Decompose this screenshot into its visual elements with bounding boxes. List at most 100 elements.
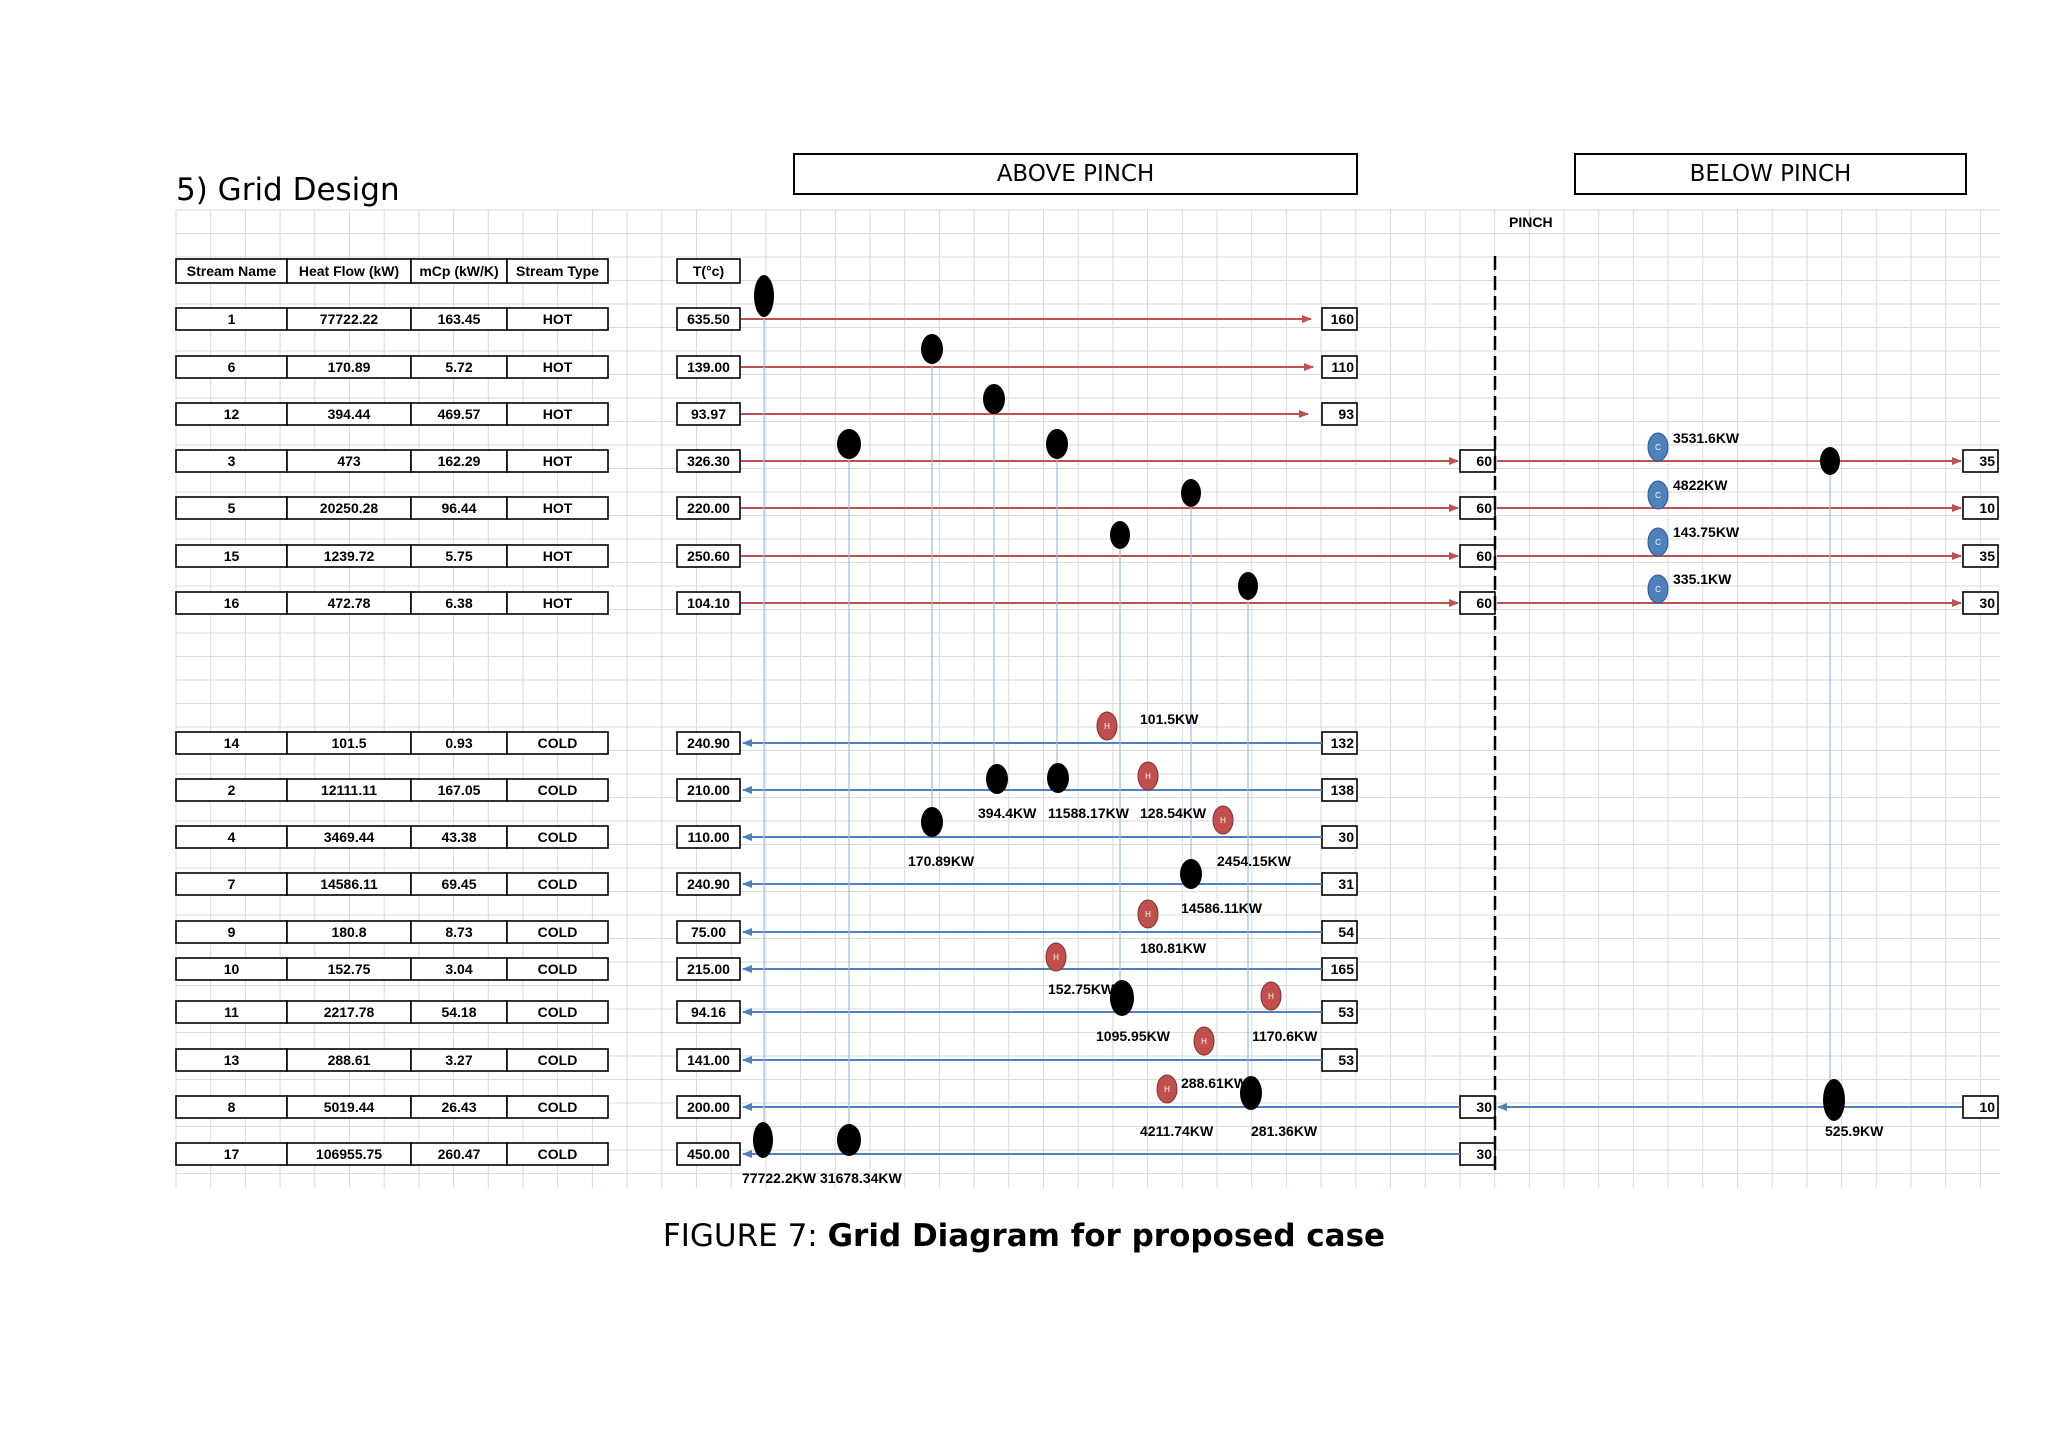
- duty-label: 4211.74KW: [1140, 1123, 1214, 1139]
- stream-inlet-temp: 94.16: [691, 1004, 726, 1020]
- table-cell-value: 3: [228, 453, 236, 469]
- table-cell-value: COLD: [538, 1099, 578, 1115]
- table-cell: [506, 1095, 609, 1119]
- heater-glyph: H: [1201, 1037, 1207, 1046]
- stream-inlet-temp: 210.00: [687, 782, 730, 798]
- cooler-icon: [1647, 480, 1669, 510]
- table-cell-value: 106955.75: [316, 1146, 382, 1162]
- pinch-label: PINCH: [1509, 214, 1553, 230]
- table-cell-value: 5.72: [445, 359, 472, 375]
- heater-icon: [1212, 805, 1234, 835]
- stream-outlet-temp: 110: [1331, 359, 1354, 375]
- table-cell-value: 260.47: [438, 1146, 481, 1162]
- table-cell: [506, 591, 609, 615]
- duty-label: 77722.2KW: [742, 1170, 817, 1186]
- caption-title: Grid Diagram for proposed case: [827, 1218, 1386, 1254]
- table-cell: [506, 307, 609, 331]
- duty-label: 11588.17KW: [1048, 805, 1130, 821]
- stream-inlet-temp: 220.00: [687, 500, 730, 516]
- stream-outlet-temp: 160: [1331, 311, 1355, 327]
- table-cell-value: HOT: [543, 406, 573, 422]
- heat-exchanger-icon: [1047, 763, 1069, 793]
- table-cell-value: 12: [224, 406, 240, 422]
- table-cell-value: HOT: [543, 311, 573, 327]
- table-cell-value: HOT: [543, 500, 573, 516]
- table-cell-value: 473: [337, 453, 361, 469]
- heater-glyph: H: [1145, 772, 1151, 781]
- stream-inlet-temp-box: [676, 591, 741, 615]
- stream-inlet-temp-box: [676, 920, 741, 944]
- table-cell-value: 288.61: [328, 1052, 371, 1068]
- cooler-glyph: C: [1655, 538, 1661, 547]
- table-cell-value: 26.43: [441, 1099, 476, 1115]
- stream-inlet-temp-box: [676, 449, 741, 473]
- stream-inlet-temp-box: [676, 496, 741, 520]
- stream-outlet-temp-box: [1321, 307, 1358, 331]
- table-cell-value: 7: [228, 876, 236, 892]
- table-cell-value: COLD: [538, 876, 578, 892]
- table-cell-value: 13: [224, 1052, 240, 1068]
- cooler-icon: [1647, 527, 1669, 557]
- table-cell-value: 170.89: [328, 359, 371, 375]
- table-header-label: Stream Name: [187, 263, 277, 279]
- table-cell: [506, 355, 609, 379]
- heat-exchanger-icon: [753, 1122, 773, 1158]
- cooler-icon: [1647, 574, 1669, 604]
- heater-icon: [1260, 981, 1282, 1011]
- table-cell-value: 77722.22: [320, 311, 379, 327]
- table-cell-value: COLD: [538, 1004, 578, 1020]
- table-cell-value: 2: [228, 782, 236, 798]
- table-cell-value: 5.75: [445, 548, 472, 564]
- table-cell-value: COLD: [538, 829, 578, 845]
- table-cell-value: 15: [224, 548, 240, 564]
- table-header-cell: [175, 258, 288, 284]
- table-cell-value: 54.18: [441, 1004, 476, 1020]
- heater-glyph: H: [1164, 1085, 1170, 1094]
- stream-inlet-temp: 326.30: [687, 453, 730, 469]
- stream-outlet-temp: 35: [1979, 453, 1995, 469]
- table-cell: [506, 496, 609, 520]
- table-header-cell: [506, 258, 609, 284]
- above-pinch-label: ABOVE PINCH: [793, 153, 1358, 195]
- heat-exchanger-icon: [983, 384, 1005, 414]
- table-cell-value: COLD: [538, 782, 578, 798]
- heat-exchanger-icon: [1238, 572, 1258, 600]
- table-cell-value: COLD: [538, 1052, 578, 1068]
- heater-glyph: H: [1268, 992, 1274, 1001]
- heat-exchanger-icon: [754, 275, 774, 317]
- heat-exchanger-icon: [1180, 859, 1202, 889]
- pinch-temp: 30: [1476, 1099, 1492, 1115]
- pinch-temp: 60: [1476, 500, 1492, 516]
- heater-glyph: H: [1220, 816, 1226, 825]
- stream-inlet-temp: 635.50: [687, 311, 730, 327]
- table-cell-value: 469.57: [438, 406, 481, 422]
- pinch-temp: 60: [1476, 453, 1492, 469]
- stream-inlet-temp-box: [676, 402, 741, 426]
- duty-label: 143.75KW: [1673, 524, 1740, 540]
- stream-outlet-temp: 93: [1338, 406, 1354, 422]
- table-cell: [506, 402, 609, 426]
- heater-glyph: H: [1053, 953, 1059, 962]
- stream-outlet-temp-box: [1321, 402, 1358, 426]
- table-cell-value: 16: [224, 595, 240, 611]
- table-cell-value: 1: [228, 311, 236, 327]
- table-cell-value: 10: [224, 961, 240, 977]
- duty-label: 4822KW: [1673, 477, 1728, 493]
- table-cell-value: 101.5: [331, 735, 366, 751]
- duty-label: 170.89KW: [908, 853, 975, 869]
- heat-exchanger-icon: [1046, 429, 1068, 459]
- heat-exchanger-icon: [1240, 1076, 1262, 1110]
- table-cell-value: 2217.78: [324, 1004, 375, 1020]
- duty-label: 1170.6KW: [1252, 1028, 1318, 1044]
- pinch-temp: 60: [1476, 548, 1492, 564]
- duty-label: 281.36KW: [1251, 1123, 1318, 1139]
- table-cell-value: 20250.28: [320, 500, 379, 516]
- pinch-temp: 60: [1476, 595, 1492, 611]
- stream-inlet-temp: 240.90: [687, 876, 730, 892]
- table-cell-value: COLD: [538, 961, 578, 977]
- table-cell-value: 6: [228, 359, 236, 375]
- stream-inlet-temp-box: [676, 1095, 741, 1119]
- stream-inlet-temp-box: [676, 731, 741, 755]
- table-cell-value: 0.93: [445, 735, 472, 751]
